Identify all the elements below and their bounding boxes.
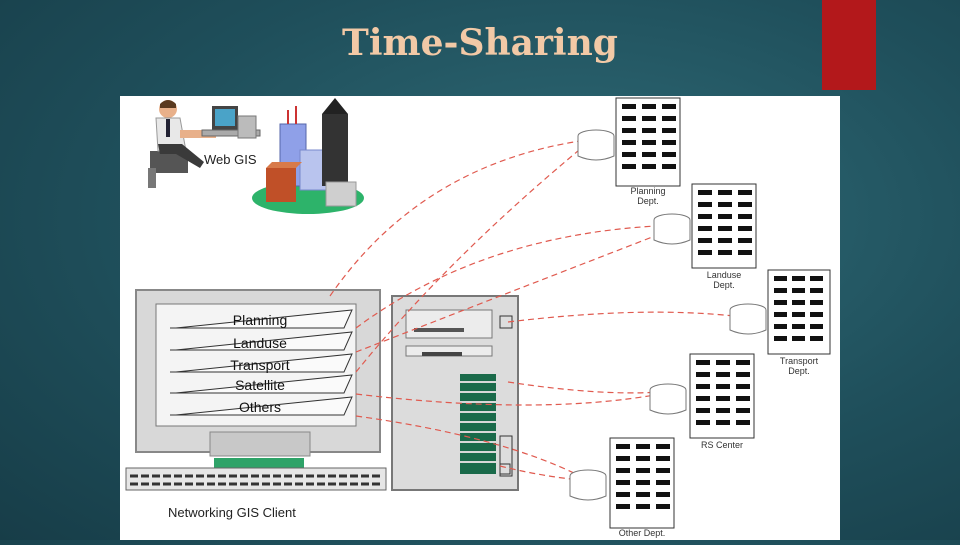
svg-text:Landuse: Landuse: [233, 335, 287, 351]
layer-transport: Transport: [170, 353, 353, 373]
slide-title: Time-Sharing: [342, 22, 618, 64]
city-buildings-icon: [252, 98, 364, 214]
tower-case-icon: [391, 295, 519, 491]
layer-planning: Planning: [170, 309, 353, 329]
svg-text:Satellite: Satellite: [235, 377, 285, 393]
department-building-rs-center: RS Center: [649, 353, 755, 450]
web-gis-label: Web GIS: [204, 152, 257, 167]
layer-satellite: Satellite: [170, 374, 353, 394]
keyboard-icon: [125, 467, 387, 491]
computer-icon: [201, 106, 261, 139]
client-label: Networking GIS Client: [168, 505, 296, 520]
accent-tab: [822, 0, 876, 90]
dept-label-transport: Transport: [780, 356, 819, 366]
dept-label-landuse: Landuse: [707, 270, 742, 280]
dept-label-other: Other Dept.: [619, 528, 666, 538]
department-building-other: Other Dept.: [569, 437, 675, 538]
dept-label-planning: Planning: [630, 186, 665, 196]
network-links: [329, 140, 735, 481]
layer-others: Others: [170, 396, 353, 416]
web-gis-user-icon: [148, 100, 216, 188]
svg-text:Others: Others: [239, 399, 281, 415]
diagram-panel: Web GIS Planning Landuse Transport Satel…: [120, 96, 840, 540]
svg-text:Planning: Planning: [233, 312, 288, 328]
layer-landuse: Landuse: [170, 331, 353, 351]
gis-diagram: Web GIS Planning Landuse Transport Satel…: [125, 97, 831, 538]
dept-label-rs-center: RS Center: [701, 440, 743, 450]
svg-text:Transport: Transport: [230, 357, 290, 373]
